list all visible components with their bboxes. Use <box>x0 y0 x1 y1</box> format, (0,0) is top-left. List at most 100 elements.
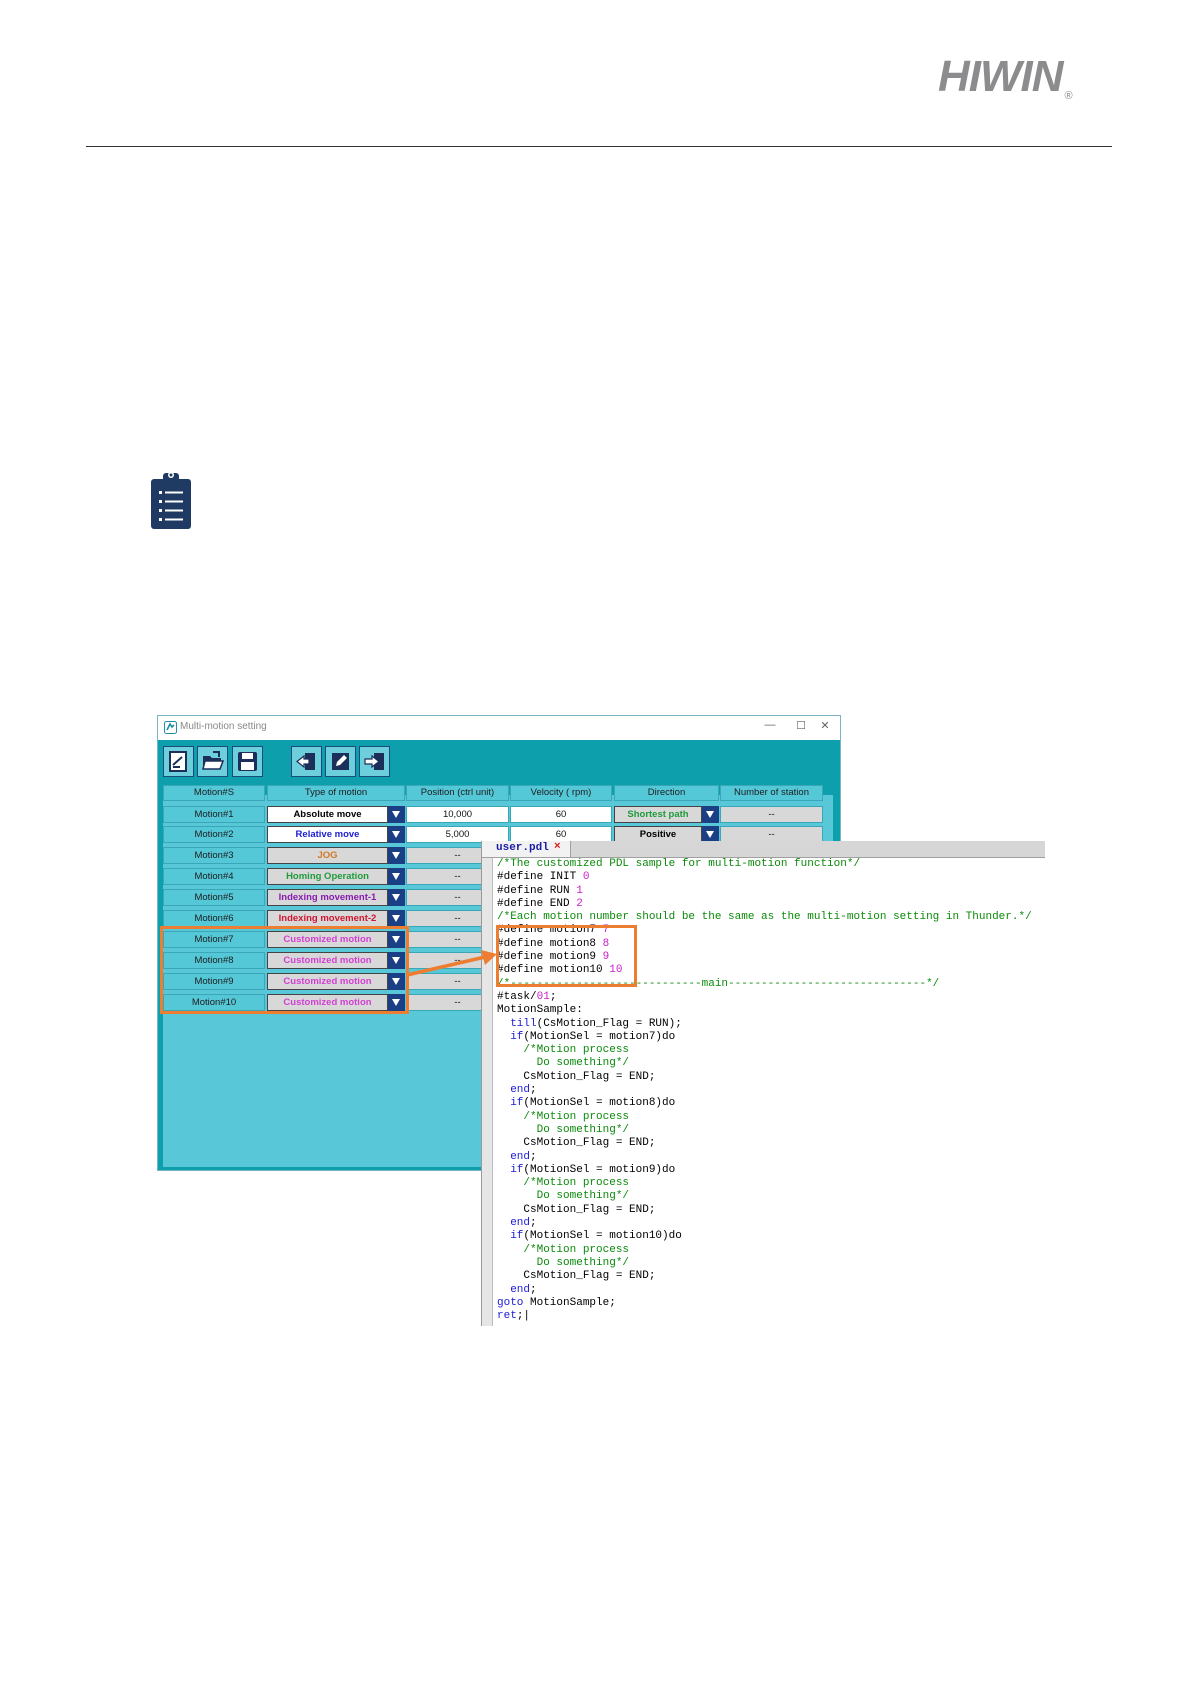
code-token: end <box>510 1283 531 1296</box>
chevron-down-icon[interactable] <box>388 973 405 990</box>
motion-type-select[interactable]: Indexing movement-2 <box>267 910 388 927</box>
customized-motion-highlight <box>160 926 409 1014</box>
code-token <box>497 1031 510 1043</box>
window-titlebar: Multi-motion setting — ☐ ✕ <box>158 716 840 740</box>
pdl-editor: user.pdl × /*The customized PDL sample f… <box>481 841 1045 1326</box>
code-token: 10 <box>609 964 623 977</box>
code-token: ; <box>530 1150 537 1163</box>
motion-type-select[interactable]: JOG <box>267 847 388 864</box>
code-token: CsMotion_Flag = END; <box>497 1270 656 1283</box>
motion-type-select[interactable]: Customized motion <box>267 994 388 1011</box>
code-token: ; <box>530 1283 537 1296</box>
code-token: 8 <box>602 937 610 950</box>
import-button[interactable] <box>291 746 322 777</box>
new-button[interactable] <box>163 746 194 777</box>
editor-tab[interactable]: user.pdl × <box>482 841 571 857</box>
station-field[interactable]: -- <box>720 806 823 823</box>
motion-row-label: Motion#10 <box>163 994 265 1011</box>
header-velocity: Velocity ( rpm) <box>510 785 612 801</box>
code-token: #task/ <box>497 990 537 1003</box>
open-folder-icon <box>202 751 224 770</box>
position-field[interactable]: 10,000 <box>406 806 509 823</box>
code-token <box>497 1217 510 1229</box>
code-token: /*Motion process <box>497 1110 630 1123</box>
motion-row-label: Motion#4 <box>163 868 265 885</box>
chevron-down-icon[interactable] <box>388 952 405 969</box>
header-type-of-motion: Type of motion <box>267 785 405 801</box>
code-token: #define RUN <box>497 884 577 897</box>
close-button[interactable]: ✕ <box>820 720 830 732</box>
chevron-down-icon[interactable] <box>388 868 405 885</box>
chevron-down-icon[interactable] <box>388 931 405 948</box>
code-token: if <box>510 1230 524 1243</box>
code-token: #define motion8 <box>497 937 603 950</box>
motion-row-label: Motion#6 <box>163 910 265 927</box>
code-token: /*The customized PDL sample for multi-mo… <box>497 858 861 870</box>
clipboard-note-icon <box>151 472 191 529</box>
code-token <box>497 1151 510 1163</box>
editor-gutter <box>482 858 493 1326</box>
motion-row-label: Motion#2 <box>163 826 265 843</box>
header-position: Position (ctrl unit) <box>406 785 509 801</box>
motion-type-select[interactable]: Homing Operation <box>267 868 388 885</box>
direction-select[interactable]: Positive <box>614 826 702 843</box>
code-token: MotionSample; <box>523 1296 616 1309</box>
code-token: Do something*/ <box>497 1057 630 1070</box>
chevron-down-icon[interactable] <box>702 826 719 843</box>
code-token: #define END <box>497 897 577 910</box>
chevron-down-icon[interactable] <box>388 994 405 1011</box>
code-token <box>497 1230 510 1242</box>
header-rule <box>86 146 1112 147</box>
motion-row-label: Motion#3 <box>163 847 265 864</box>
header-motion-number: Motion#S <box>163 785 265 801</box>
code-token: CsMotion_Flag = END; <box>497 1137 656 1150</box>
motion-row-label: Motion#8 <box>163 952 265 969</box>
code-token: ; <box>549 990 557 1003</box>
motion-row-label: Motion#5 <box>163 889 265 906</box>
code-token: /*Motion process <box>497 1243 630 1256</box>
code-token: ;| <box>516 1310 531 1323</box>
motion-type-select[interactable]: Indexing movement-1 <box>267 889 388 906</box>
motion-row-label: Motion#7 <box>163 931 265 948</box>
motion-type-select[interactable]: Customized motion <box>267 952 388 969</box>
editor-tab-label: user.pdl <box>496 842 549 854</box>
code-token: 1 <box>576 884 583 897</box>
motion-type-select[interactable]: Relative move <box>267 826 388 843</box>
code-token: (MotionSel = motion10)do <box>523 1230 682 1243</box>
chevron-down-icon[interactable] <box>388 889 405 906</box>
code-token: if <box>510 1097 524 1110</box>
code-token: (MotionSel = motion7)do <box>523 1030 676 1043</box>
chevron-down-icon[interactable] <box>388 806 405 823</box>
code-token: 01 <box>536 990 550 1003</box>
direction-select[interactable]: Shortest path <box>614 806 702 823</box>
edit-button[interactable] <box>325 746 356 777</box>
maximize-button[interactable]: ☐ <box>796 720 806 732</box>
code-token: ; <box>530 1217 537 1230</box>
code-token: CsMotion_Flag = END; <box>497 1070 656 1083</box>
code-token <box>497 1018 510 1030</box>
header-direction: Direction <box>614 785 719 801</box>
chevron-down-icon[interactable] <box>388 910 405 927</box>
chevron-down-icon[interactable] <box>388 826 405 843</box>
code-token: /*Motion process <box>497 1177 630 1190</box>
code-token: #define motion9 <box>497 951 603 964</box>
export-button[interactable] <box>359 746 390 777</box>
motion-type-select[interactable]: Customized motion <box>267 931 388 948</box>
editor-tab-close-icon[interactable]: × <box>554 841 561 853</box>
code-token: #define motion10 <box>497 964 610 977</box>
open-button[interactable] <box>197 746 228 777</box>
motion-row-label: Motion#1 <box>163 806 265 823</box>
export-icon <box>364 753 384 770</box>
code-token: Do something*/ <box>497 1256 630 1269</box>
chevron-down-icon[interactable] <box>388 847 405 864</box>
position-field[interactable]: 5,000 <box>406 826 509 843</box>
minimize-button[interactable]: — <box>764 719 776 731</box>
code-token <box>497 1284 510 1296</box>
motion-type-select[interactable]: Absolute move <box>267 806 388 823</box>
chevron-down-icon[interactable] <box>702 806 719 823</box>
velocity-field[interactable]: 60 <box>510 806 612 823</box>
save-button[interactable] <box>232 746 263 777</box>
code-token: #define INIT <box>497 871 583 884</box>
motion-type-select[interactable]: Customized motion <box>267 973 388 990</box>
save-icon <box>238 752 257 771</box>
